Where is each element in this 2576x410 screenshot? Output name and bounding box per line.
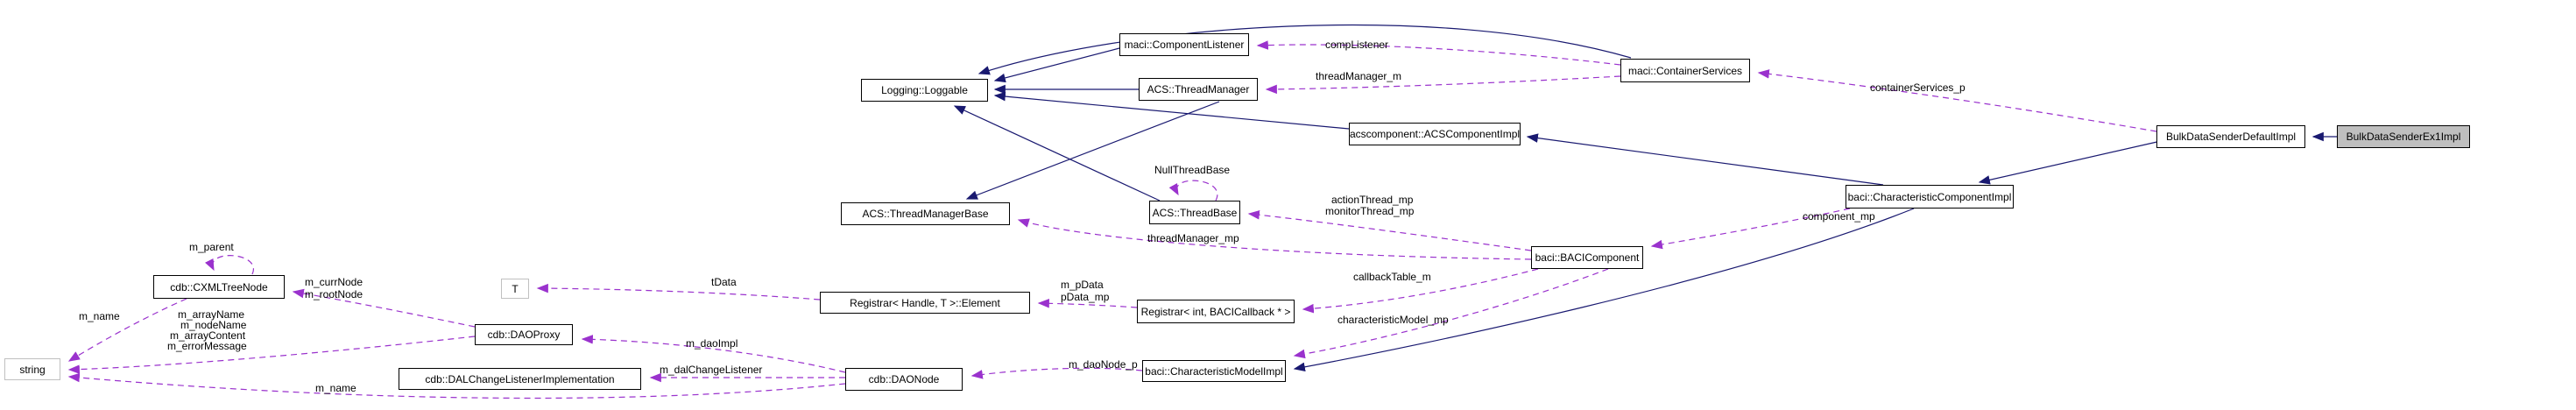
edge-label-threadmanager-m: threadManager_m (1316, 70, 1402, 82)
edge-usage-actionthread-monitorthread (1247, 210, 1532, 251)
node-acs-threadbase[interactable]: ACS::ThreadBase (1149, 201, 1240, 224)
node-baci-bacicomponent[interactable]: baci::BACIComponent (1531, 246, 1643, 269)
edge-label-mparent: m_parent (189, 241, 234, 253)
edge-label-complistener: compListener (1325, 39, 1389, 51)
edge-label-mpdata: m_pData (1061, 279, 1104, 291)
edge-label-threadmanager-mp: threadManager_mp (1147, 232, 1239, 244)
edge-usage-mparent-loop (204, 255, 255, 275)
edge-label-characteristicmodel-mp: characteristicModel_mp (1337, 314, 1449, 326)
edge-label-mname-tree: m_name (79, 310, 120, 322)
edge-label-mnodename: m_nodeName (180, 319, 247, 331)
edge-label-mdalchangelistener: m_dalChangeListener (660, 364, 763, 376)
edge-label-pdata-mp: pData_mp (1061, 291, 1110, 303)
node-string: string (4, 358, 60, 380)
edge-label-containerservices-p: containerServices_p (1870, 81, 1966, 94)
edge-inherit-bulkdefault-charcompimpl (1978, 140, 2162, 185)
node-bulkdatasenderdefaultimpl[interactable]: BulkDataSenderDefaultImpl (2156, 125, 2305, 148)
edge-inherit-threadbase-loggable (953, 105, 1161, 201)
edge-label-mrootnode: m_rootNode (305, 288, 363, 300)
edge-usage-mdaoimpl (581, 335, 846, 373)
edge-inherit-threadmanager-threadmanagerbase (965, 101, 1220, 200)
edge-label-merrormessage: m_errorMessage (167, 340, 247, 352)
edge-usage-component-mp (1650, 208, 1851, 250)
edge-label-mdaoimpl: m_daoImpl (686, 337, 738, 350)
node-bulkdatasenderex1impl: BulkDataSenderEx1Impl (2337, 125, 2470, 148)
edge-inherit-containerservices-loggable (977, 24, 1632, 75)
edge-usage-tdata (536, 283, 821, 300)
node-logging-loggable[interactable]: Logging::Loggable (861, 79, 988, 102)
edge-usage-mname-tree (67, 298, 187, 362)
edge-usage-callbacktable-m (1302, 268, 1539, 314)
node-baci-characteristiccomponentimpl[interactable]: baci::CharacteristicComponentImpl (1846, 185, 2014, 209)
edge-label-callbacktable-m: callbackTable_m (1353, 271, 1431, 283)
edge-usage-threadmanager-mp (1017, 218, 1532, 260)
edge-usage-nullthreadbase-loop (1168, 180, 1218, 201)
edge-usage-mname-dao (67, 372, 846, 399)
edge-inherit-componentlistener-loggable (993, 47, 1120, 83)
edge-usage-complistener (1256, 40, 1621, 66)
node-maci-containerservices[interactable]: maci::ContainerServices (1620, 59, 1750, 82)
edge-label-monitorthread-mp: monitorThread_mp (1325, 205, 1415, 217)
edge-inherit-charcompimpl-charmodelimpl (1293, 208, 1915, 372)
edge-usage-containerservices-p (1757, 69, 2157, 132)
node-t: T (501, 279, 529, 299)
edge-usage-characteristicmodel-mp (1293, 268, 1609, 359)
node-acs-threadmanager[interactable]: ACS::ThreadManager (1139, 78, 1258, 101)
edge-label-actionthread-mp: actionThread_mp (1331, 194, 1414, 206)
edge-usage-mdaonode-p (970, 367, 1143, 379)
edge-inherit-charcompimpl-acscomponentimpl (1526, 133, 1884, 186)
node-maci-componentlistener[interactable]: maci::ComponentListener (1119, 33, 1249, 56)
node-cdb-dalchangelistenerimplementation[interactable]: cdb::DALChangeListenerImplementation (399, 368, 641, 390)
edge-usage-mpdata (1037, 298, 1138, 308)
edge-label-component-mp: component_mp (1803, 210, 1875, 223)
edge-usage-threadmanager-m (1265, 75, 1621, 95)
edge-label-mname-dao: m_name (315, 382, 356, 394)
edge-label-mcurrnode: m_currNode (305, 276, 363, 288)
node-registrar-handle-t-element[interactable]: Registrar< Handle, T >::Element (820, 292, 1030, 314)
node-cdb-daoproxy[interactable]: cdb::DAOProxy (475, 324, 573, 345)
node-cdb-daonode[interactable]: cdb::DAONode (845, 368, 963, 391)
node-registrar-int-bacicallback[interactable]: Registrar< int, BACICallback * > (1137, 300, 1295, 323)
node-cdb-cxmltreenode[interactable]: cdb::CXMLTreeNode (153, 275, 285, 299)
edge-label-tdata: tData (711, 276, 737, 288)
edge-usage-mcurrnode-mrootnode (292, 288, 476, 328)
node-acscomponent-acscomponentimpl[interactable]: acscomponent::ACSComponentImpl (1349, 123, 1521, 145)
edge-label-mdaonode-p: m_daoNode_p (1069, 358, 1138, 371)
edge-label-marraycontent: m_arrayContent (170, 329, 246, 342)
edge-usage-marraynames (67, 336, 476, 374)
node-acs-threadmanagerbase[interactable]: ACS::ThreadManagerBase (841, 202, 1010, 225)
edge-label-marrayname: m_arrayName (178, 308, 245, 321)
edge-label-nullthreadbase: NullThreadBase (1154, 164, 1231, 176)
node-baci-characteristicmodelimpl[interactable]: baci::CharacteristicModelImpl (1142, 360, 1286, 382)
edge-inherit-acscomponentimpl-loggable (993, 91, 1350, 130)
